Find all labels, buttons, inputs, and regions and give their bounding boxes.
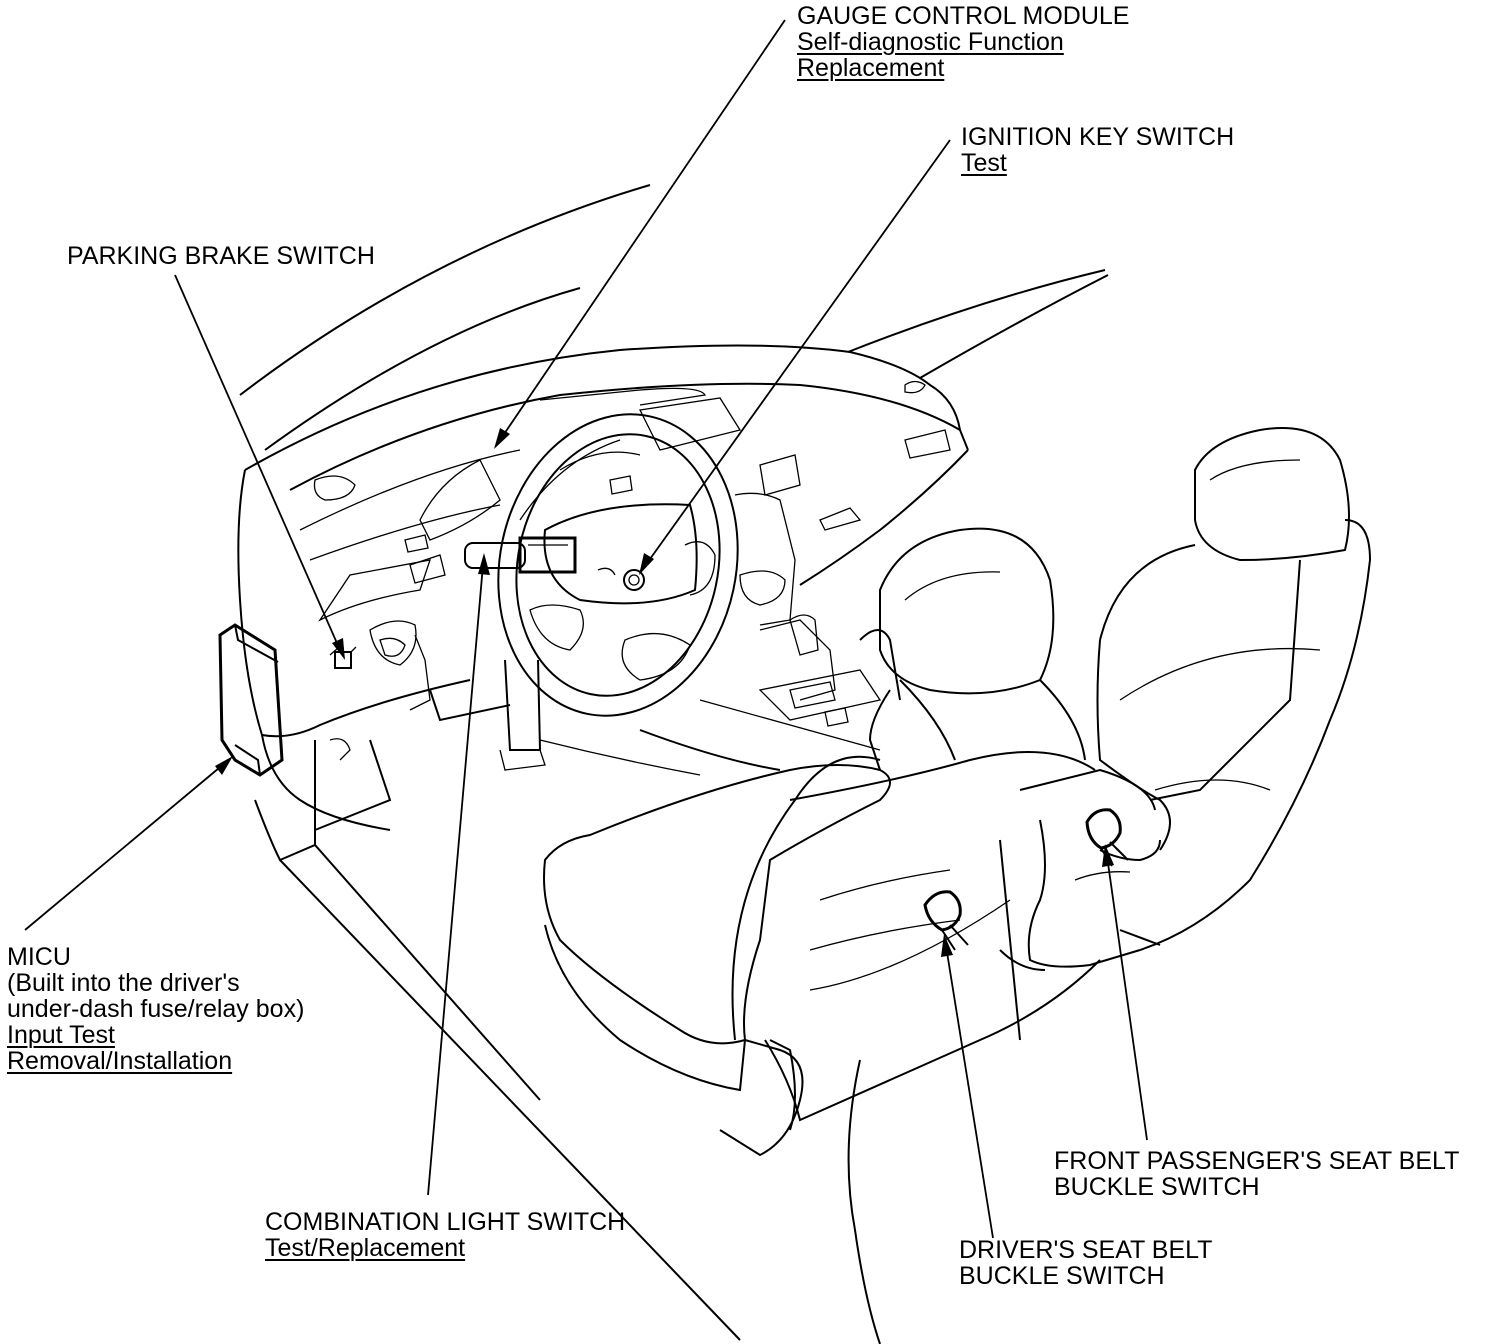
gauge-control-module-replacement-link[interactable]: Replacement xyxy=(797,54,945,82)
self-diagnostic-function-link[interactable]: Self-diagnostic Function xyxy=(797,28,1064,56)
leader-lines xyxy=(24,19,1148,1239)
micu-callout: MICU (Built into the driver's under-dash… xyxy=(7,944,304,1074)
combination-light-switch-callout: COMBINATION LIGHT SWITCH Test/Replacemen… xyxy=(265,1209,625,1261)
micu-input-test-link[interactable]: Input Test xyxy=(7,1021,115,1049)
parking-brake-switch-title: PARKING BRAKE SWITCH xyxy=(67,242,375,270)
passenger-buckle-switch-title-line-1: FRONT PASSENGER'S SEAT BELT xyxy=(1054,1147,1460,1175)
combination-switch-stalk xyxy=(464,536,577,574)
micu-box xyxy=(218,623,284,777)
micu-removal-installation-link[interactable]: Removal/Installation xyxy=(7,1047,233,1075)
passenger-buckle-switch-title-line-2: BUCKLE SWITCH xyxy=(1054,1173,1260,1201)
ignition-key-switch-test-link[interactable]: Test xyxy=(961,149,1007,177)
micu-title: MICU xyxy=(7,943,71,971)
steering-wheel xyxy=(497,413,739,717)
drivers-buckle-switch-title-line-2: BUCKLE SWITCH xyxy=(959,1262,1165,1290)
gauge-control-module-title: GAUGE CONTROL MODULE xyxy=(797,2,1130,30)
micu-description-line-2: under-dash fuse/relay box) xyxy=(7,995,305,1023)
gauge-control-module-callout: GAUGE CONTROL MODULE Self-diagnostic Fun… xyxy=(797,3,1129,81)
dashboard xyxy=(237,344,969,831)
ignition-key-switch-title: IGNITION KEY SWITCH xyxy=(961,123,1235,151)
ignition-key-switch-callout: IGNITION KEY SWITCH Test xyxy=(961,124,1234,176)
drivers-seat xyxy=(543,527,1101,1344)
drivers-buckle-switch-title-line-1: DRIVER'S SEAT BELT xyxy=(959,1236,1213,1264)
micu-description-line-1: (Built into the driver's xyxy=(7,969,240,997)
drivers-buckle xyxy=(923,890,969,951)
combination-light-switch-title: COMBINATION LIGHT SWITCH xyxy=(265,1208,626,1236)
passenger-seat xyxy=(999,427,1372,1041)
steering-column xyxy=(499,659,546,771)
front-passengers-seat-belt-buckle-switch-callout: FRONT PASSENGER'S SEAT BELT BUCKLE SWITC… xyxy=(1054,1148,1459,1200)
drivers-seat-belt-buckle-switch-callout: DRIVER'S SEAT BELT BUCKLE SWITCH xyxy=(959,1237,1212,1289)
parking-brake-switch-callout: PARKING BRAKE SWITCH xyxy=(67,243,375,269)
floor-and-sill xyxy=(254,689,881,1341)
combination-light-switch-test-replacement-link[interactable]: Test/Replacement xyxy=(265,1234,466,1262)
windshield-outline xyxy=(239,184,1109,451)
